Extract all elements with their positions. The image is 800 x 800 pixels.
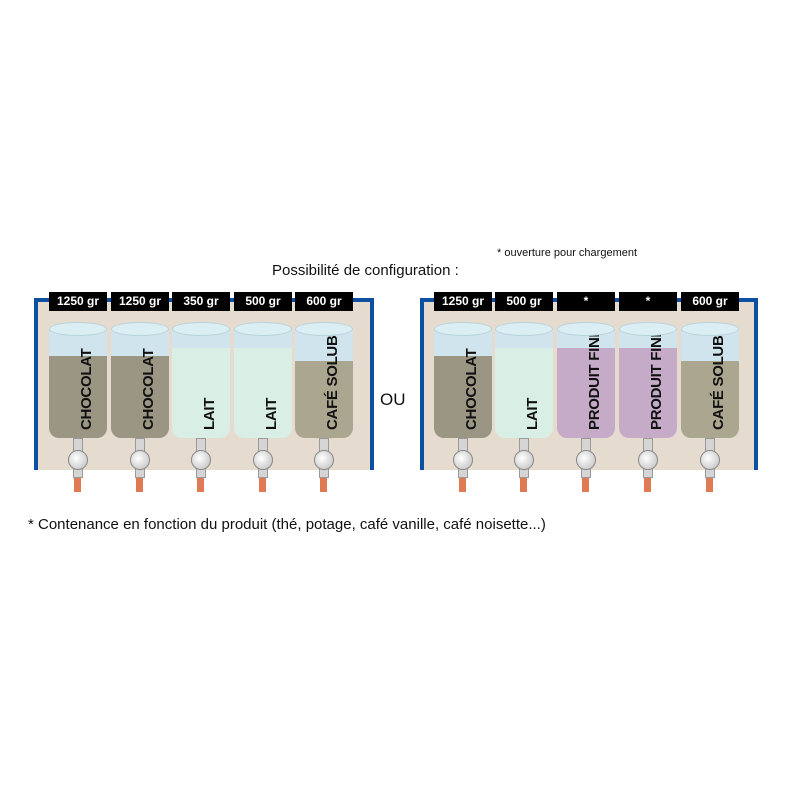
outlet-tube xyxy=(74,478,81,492)
canister-rim xyxy=(234,322,292,336)
canister-body: CAFÉ SOLUBLE xyxy=(681,328,739,438)
capacity-label: * xyxy=(557,292,615,311)
valve-icon xyxy=(576,438,596,478)
valve-icon xyxy=(514,438,534,478)
capacity-label: 1250 gr xyxy=(49,292,107,311)
canister-body: CHOCOLAT xyxy=(111,328,169,438)
outlet-tube xyxy=(197,478,204,492)
product-fill xyxy=(495,347,553,438)
product-fill xyxy=(172,347,230,438)
canister-body: LAIT xyxy=(234,328,292,438)
capacity-label: 600 gr xyxy=(295,292,353,311)
canister-rim xyxy=(619,322,677,336)
outlet-tube xyxy=(520,478,527,492)
canister-body: CHOCOLAT xyxy=(49,328,107,438)
canister: CHOCOLAT xyxy=(49,322,107,492)
canister-rim xyxy=(434,322,492,336)
capacity-label: 500 gr xyxy=(234,292,292,311)
product-fill xyxy=(111,355,169,438)
valve-icon xyxy=(453,438,473,478)
capacity-label: 500 gr xyxy=(495,292,553,311)
product-fill xyxy=(557,347,615,438)
canister: CHOCOLAT xyxy=(434,322,492,492)
valve-icon xyxy=(130,438,150,478)
canister-rim xyxy=(495,322,553,336)
canister: LAIT xyxy=(495,322,553,492)
outlet-tube xyxy=(459,478,466,492)
canister: PRODUIT FINI* xyxy=(619,322,677,492)
loading-opening-note: * ouverture pour chargement xyxy=(497,247,638,259)
canister: CAFÉ SOLUBLE xyxy=(681,322,739,492)
product-fill xyxy=(49,355,107,438)
valve-icon xyxy=(638,438,658,478)
canister-body: LAIT xyxy=(495,328,553,438)
canister-body: PRODUIT FINI* xyxy=(557,328,615,438)
canister: LAIT xyxy=(234,322,292,492)
canister-rim xyxy=(557,322,615,336)
canister-rim xyxy=(681,322,739,336)
canister-rim xyxy=(49,322,107,336)
product-fill xyxy=(295,361,353,438)
outlet-tube xyxy=(259,478,266,492)
capacity-label: * xyxy=(619,292,677,311)
canister: CAFÉ SOLUBLE xyxy=(295,322,353,492)
capacity-label: 350 gr xyxy=(172,292,230,311)
canister-body: LAIT xyxy=(172,328,230,438)
outlet-tube xyxy=(706,478,713,492)
canister-body: CAFÉ SOLUBLE xyxy=(295,328,353,438)
outlet-tube xyxy=(320,478,327,492)
valve-icon xyxy=(700,438,720,478)
canister-body: CHOCOLAT xyxy=(434,328,492,438)
valve-icon xyxy=(68,438,88,478)
canister-body: PRODUIT FINI* xyxy=(619,328,677,438)
product-fill xyxy=(434,355,492,438)
capacity-label: 1250 gr xyxy=(111,292,169,311)
canister-rim xyxy=(172,322,230,336)
outlet-tube xyxy=(136,478,143,492)
valve-icon xyxy=(253,438,273,478)
canister-rim xyxy=(111,322,169,336)
valve-icon xyxy=(191,438,211,478)
product-fill xyxy=(619,347,677,438)
canister: CHOCOLAT xyxy=(111,322,169,492)
page-title: Possibilité de configuration : xyxy=(272,262,459,279)
product-fill xyxy=(234,347,292,438)
outlet-tube xyxy=(644,478,651,492)
footnote: * Contenance en fonction du produit (thé… xyxy=(28,516,546,533)
valve-icon xyxy=(314,438,334,478)
canister: LAIT xyxy=(172,322,230,492)
capacity-label: 600 gr xyxy=(681,292,739,311)
canister-rim xyxy=(295,322,353,336)
product-fill xyxy=(681,361,739,438)
capacity-label: 1250 gr xyxy=(434,292,492,311)
outlet-tube xyxy=(582,478,589,492)
or-separator: OU xyxy=(380,390,406,409)
canister: PRODUIT FINI* xyxy=(557,322,615,492)
